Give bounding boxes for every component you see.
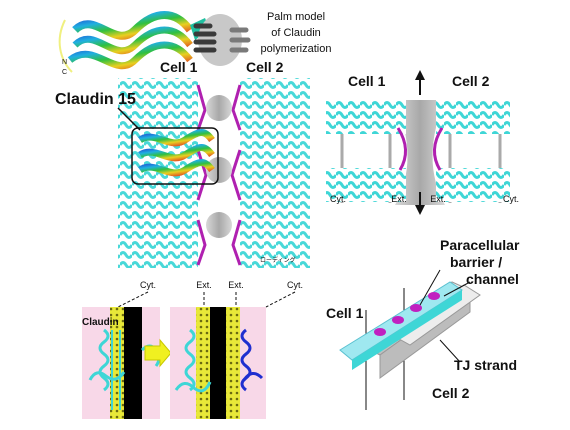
main-cell2-label: Cell 2 [246, 59, 284, 75]
membrane-schematic-after [170, 307, 266, 419]
zoom-connectors [117, 291, 296, 308]
main-cyt-right: Cyt. [287, 280, 303, 290]
palm-caption-line2: of Claudin [271, 27, 321, 39]
main-cell1-label: Cell 1 [160, 59, 198, 75]
transition-arrow-icon [144, 338, 172, 368]
side-cell2-label: Cell 2 [452, 73, 490, 89]
claudin-polymer-structure [118, 78, 310, 268]
side-ext-left: Ext. [391, 194, 407, 204]
claudin-monomer-ribbon: N C [58, 11, 210, 76]
tj-strand-label: TJ strand [454, 357, 517, 373]
side-cell1-label: Cell 1 [348, 73, 386, 89]
palm-hands-icon [193, 14, 251, 66]
tj-cell2-label: Cell 2 [432, 385, 470, 401]
palm-caption: Palm model of Claudin polymerization [261, 11, 332, 55]
tj-barrier-label: Paracellular barrier / channel [440, 237, 520, 287]
side-cyt-left: Cyt. [330, 194, 346, 204]
palm-caption-line3: polymerization [261, 43, 332, 55]
claudin15-pointer [117, 107, 141, 131]
n-terminus-label: N [62, 59, 67, 66]
main-ext-right: Ext. [228, 280, 244, 290]
claudin-schematic-label: Claudin [82, 317, 119, 328]
side-axis-labels: Cyt. Ext. Ext. Cyt. [330, 194, 519, 204]
tj-cell1-label: Cell 1 [326, 305, 364, 321]
claudin15-label: Claudin 15 [55, 91, 136, 108]
side-pore-view [326, 70, 510, 215]
tj-barrier-line1: Paracellular [440, 237, 520, 253]
loading-label: ローディング [260, 256, 296, 264]
palm-caption-line1: Palm model [267, 11, 325, 23]
tj-barrier-line2: barrier / [450, 254, 502, 270]
side-cyt-right: Cyt. [503, 194, 519, 204]
tj-strand-schematic [339, 269, 481, 410]
tj-barrier-line3: channel [466, 271, 519, 287]
main-cyt-left: Cyt. [140, 280, 156, 290]
c-terminus-label: C [62, 69, 67, 76]
main-ext-left: Ext. [196, 280, 212, 290]
main-axis-labels: Cyt. Ext. Ext. Cyt. [140, 280, 303, 290]
side-ext-right: Ext. [430, 194, 446, 204]
